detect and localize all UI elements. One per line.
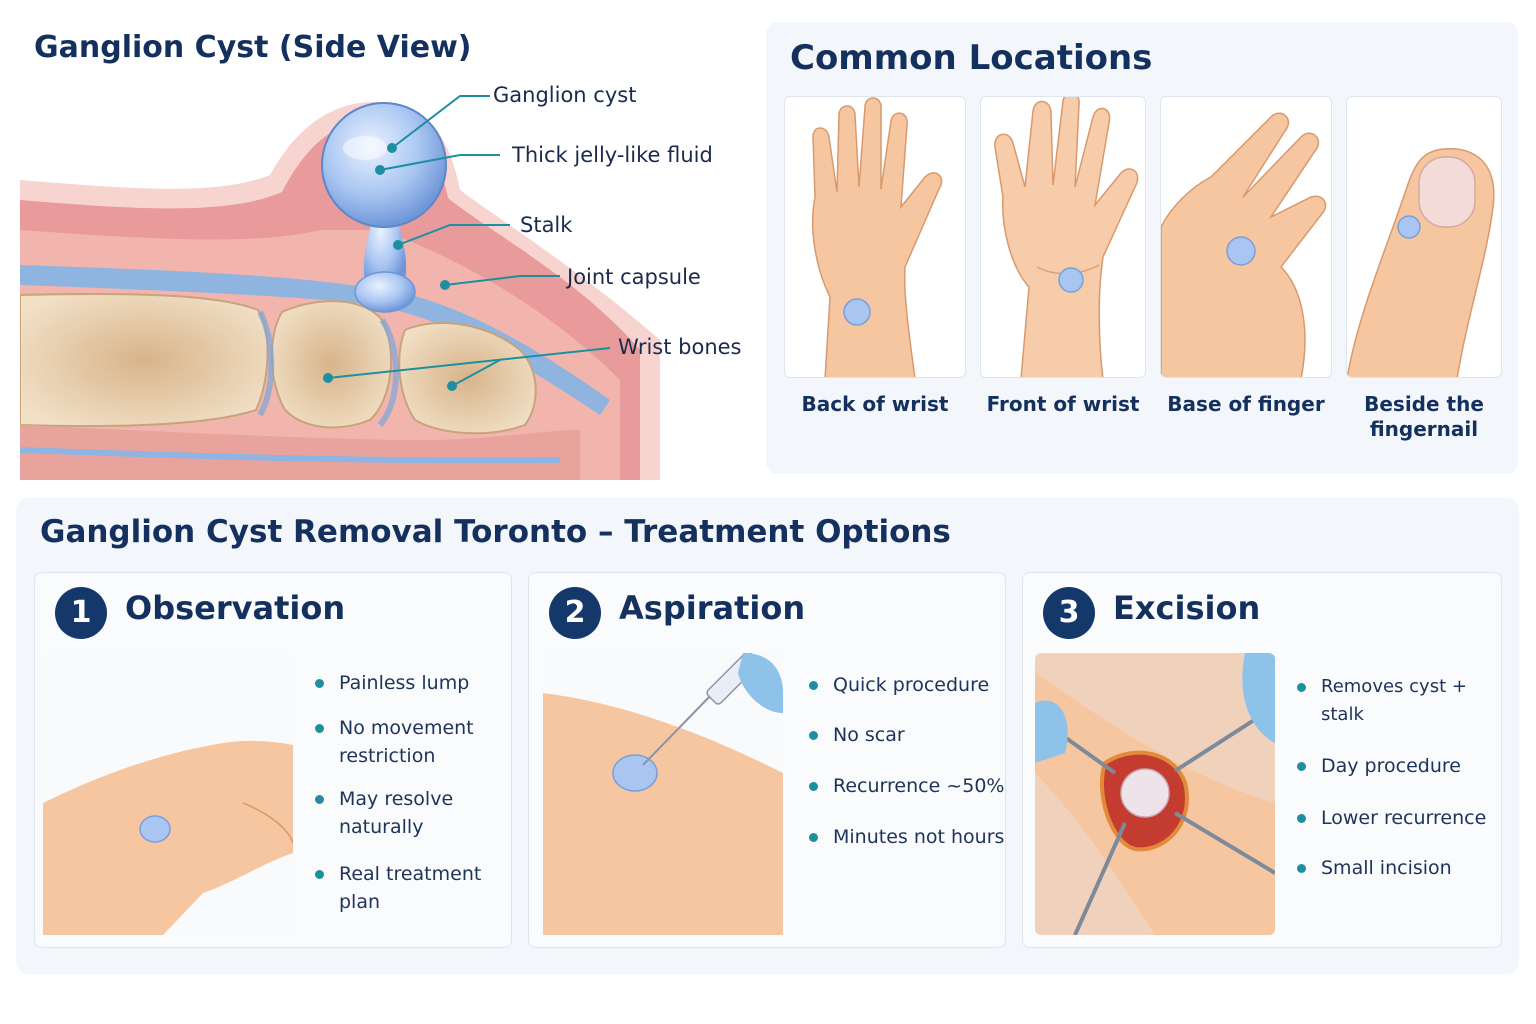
treatment-options-panel: Ganglion Cyst Removal Toronto – Treatmen… [16, 498, 1519, 974]
step-number-badge: 1 [55, 587, 107, 639]
cyst-marker [139, 815, 171, 843]
cyst-marker [1226, 236, 1256, 266]
bullet-item: Day procedure [1297, 752, 1501, 780]
callout-joint-capsule: Joint capsule [567, 265, 701, 289]
aspiration-syringe-image [543, 653, 783, 935]
callout-jelly-fluid: Thick jelly-like fluid [512, 143, 713, 167]
treatment-name: Observation [125, 589, 346, 627]
bullet-item: Minutes not hours [809, 823, 1005, 851]
treatment-card-aspiration: 2 Aspiration Quick procedure No scar Rec… [528, 572, 1006, 948]
bullet-item: Lower recurrence [1297, 804, 1501, 832]
callout-ganglion-cyst: Ganglion cyst [493, 83, 637, 107]
common-locations-panel: Common Locations Back of wrist Front of … [766, 22, 1518, 474]
bullet-item: Painless lump [315, 669, 511, 697]
step-number-badge: 3 [1043, 587, 1095, 639]
location-label-front-of-wrist: Front of wrist [986, 392, 1140, 416]
bullet-item: Real treatment plan [315, 860, 511, 916]
observation-wrist-image [43, 653, 293, 935]
cyst-marker [612, 754, 658, 792]
bullet-item: Removes cyst + stalk [1297, 673, 1501, 729]
treatment-name: Aspiration [619, 589, 806, 627]
cyst-marker [843, 298, 871, 326]
cyst-cross-section-illustration [20, 95, 660, 480]
lower-tissue [20, 425, 580, 480]
callout-stalk: Stalk [520, 213, 573, 237]
bullet-item: Recurrence ~50% [809, 772, 1005, 800]
excision-bullets: Removes cyst + stalk Day procedure Lower… [1297, 673, 1501, 882]
location-label-back-of-wrist: Back of wrist [801, 392, 949, 416]
ganglion-cyst [321, 102, 447, 228]
callout-wrist-bones: Wrist bones [618, 335, 742, 359]
anatomy-title: Ganglion Cyst (Side View) [34, 30, 472, 65]
cyst-marker [1058, 267, 1084, 293]
bullet-item: No scar [809, 721, 1005, 749]
location-label-beside-fingernail: Beside the fingernail [1346, 392, 1502, 442]
step-number-badge: 2 [549, 587, 601, 639]
location-label-line: Beside the [1364, 392, 1484, 416]
aspiration-bullets: Quick procedure No scar Recurrence ~50% … [809, 671, 1005, 851]
cyst-base-bulb [354, 271, 416, 313]
treatment-card-excision: 3 Excision Removes cyst + stalk Day pro [1022, 572, 1502, 948]
location-front-of-wrist-image [980, 96, 1146, 378]
treatment-name: Excision [1113, 589, 1261, 627]
bullet-item: Small incision [1297, 854, 1501, 882]
location-label-line: fingernail [1369, 417, 1479, 441]
locations-title: Common Locations [790, 38, 1153, 78]
excision-surgery-image [1035, 653, 1275, 935]
bone-joint-line [257, 310, 399, 427]
location-base-of-finger-image [1160, 96, 1332, 378]
cyst-marker [1120, 768, 1170, 818]
location-label-base-of-finger: Base of finger [1167, 392, 1325, 416]
location-back-of-wrist-image [784, 96, 966, 378]
bullet-item: Quick procedure [809, 671, 1005, 699]
cyst-marker [1397, 215, 1421, 239]
treatment-title: Ganglion Cyst Removal Toronto – Treatmen… [40, 514, 951, 550]
radius-bone [20, 292, 269, 428]
carpal-bone-1 [270, 300, 393, 429]
location-beside-fingernail-image [1346, 96, 1502, 378]
